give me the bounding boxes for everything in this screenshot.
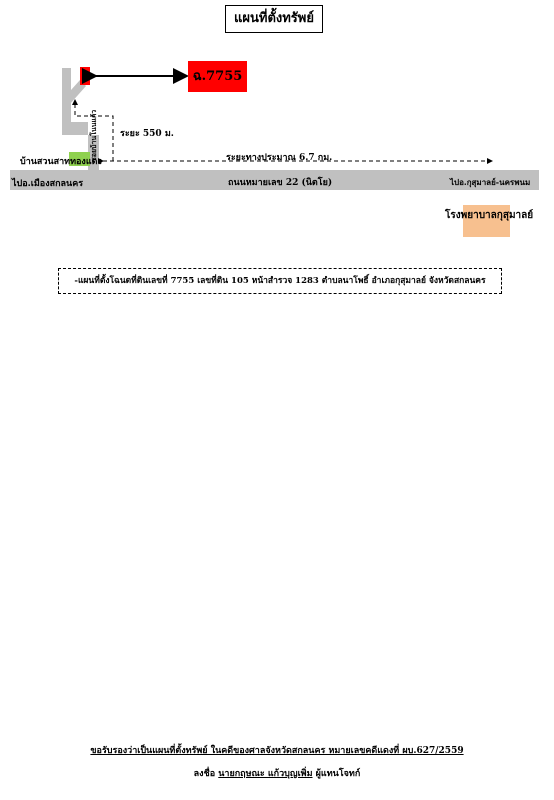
hospital-label: โรงพยาบาลกุสุมาลย์ (445, 210, 534, 221)
road-center-label: ถนนหมายเลข 22 (นิตโย) (228, 178, 333, 188)
village-patch (69, 152, 90, 166)
parcel-label: ฉ.7755 (188, 61, 247, 92)
sign-prefix: ลงชื่อ (193, 769, 216, 779)
sign-suffix: ผู้แทนโจทก์ (315, 769, 361, 779)
side-road (62, 68, 99, 170)
parcel-marker (80, 67, 90, 85)
distance-550-path (72, 99, 114, 161)
road-right-label: ไปอ.กุสุมาลย์-นครพนม (450, 177, 531, 187)
main-road (10, 170, 539, 190)
deed-info: -แผนที่ตั้งโฉนดที่ดินเลขที่ 7755 เลขที่ด… (58, 268, 502, 294)
hospital-marker (463, 205, 510, 237)
location-map (10, 67, 539, 190)
road-left-label: ไปอ.เมืองสกลนคร (12, 179, 84, 189)
map-title: แผนที่ตั้งทรัพย์ (225, 5, 323, 33)
certification-line: ขอรับรองว่าเป็นแผนที่ตั้งทรัพย์ ในคดีของ… (90, 746, 464, 756)
signature-line: ลงชื่อ นายกฤษณะ แก้วบุญเพิ่ม ผู้แทนโจทก์ (0, 766, 554, 780)
side-road-label: ซอยบ้านโนนแก้ว (89, 109, 98, 162)
village-label: บ้านสวนสาททองแดง (20, 157, 102, 167)
distance-550-label: ระยะ 550 ม. (120, 129, 174, 139)
distance-6.7-label: ระยะทางประมาณ 6.7 กม. (226, 153, 333, 163)
side-road-diagonal (62, 80, 86, 104)
signer-name: นายกฤษณะ แก้วบุญเพิ่ม (218, 769, 313, 779)
